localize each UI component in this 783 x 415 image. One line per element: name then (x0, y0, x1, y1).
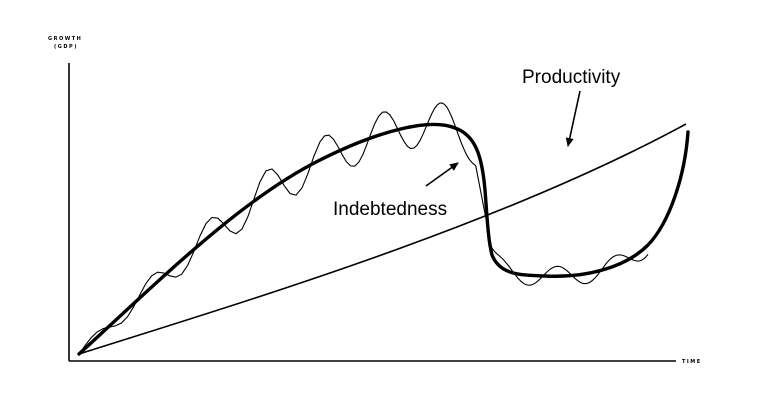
productivity-label: Productivity (522, 67, 621, 88)
x-axis-title: TIME (682, 359, 702, 365)
y-axis-title-line1: GROWTH (48, 36, 82, 42)
long-term-debt-cycle-curve (77, 122, 690, 356)
productivity-curve (78, 123, 687, 355)
indebtedness-label: Indebtedness (333, 199, 447, 220)
y-axis-title-line2: (GDP) (54, 44, 78, 50)
indebtedness-arrow (425, 162, 459, 187)
productivity-arrow (565, 90, 581, 147)
